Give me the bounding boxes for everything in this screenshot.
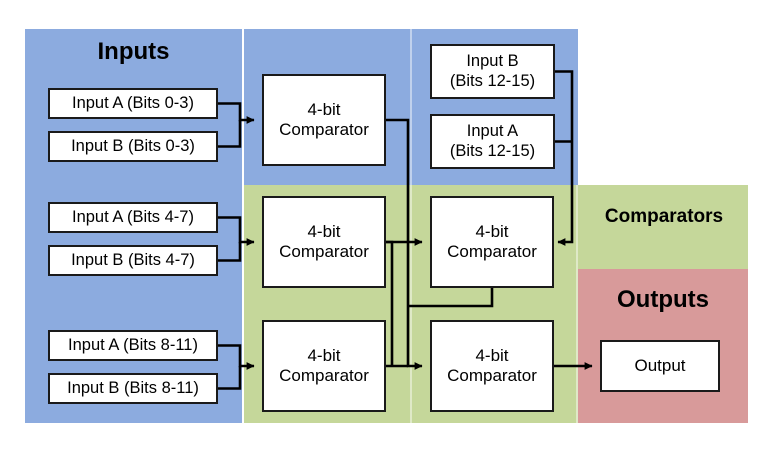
comparator-block-2-line1: 4-bit (307, 221, 341, 241)
comparators-panel-right (578, 185, 748, 269)
input-box-a-bits-12-15-line1: Input A (466, 122, 519, 141)
input-box-a-bits-4-7[interactable]: Input A (Bits 4-7) (48, 202, 218, 233)
comparator-block-4-line1: 4-bit (475, 221, 509, 241)
section-heading-outputs: Outputs (617, 286, 709, 313)
input-box-b-bits-8-11[interactable]: Input B (Bits 8-11) (48, 373, 218, 404)
input-box-b-bits-12-15[interactable]: Input B (Bits 12-15) (430, 44, 555, 99)
section-heading-inputs: Inputs (97, 38, 170, 65)
column-divider-3 (576, 185, 578, 423)
comparator-block-2[interactable]: 4-bit Comparator (262, 196, 386, 288)
input-box-a-bits-12-15[interactable]: Input A (Bits 12-15) (430, 114, 555, 169)
comparator-block-3-line2: Comparator (279, 366, 369, 385)
input-box-a-bits-0-3[interactable]: Input A (Bits 0-3) (48, 88, 218, 119)
section-heading-comparators: Comparators (604, 206, 724, 227)
input-box-a-bits-8-11[interactable]: Input A (Bits 8-11) (48, 330, 218, 361)
column-divider-1 (242, 29, 244, 423)
comparator-block-2-line2: Comparator (279, 242, 369, 261)
input-box-a-bits-12-15-line2: (Bits 12-15) (449, 141, 536, 160)
input-box-b-bits-12-15-line2: (Bits 12-15) (449, 71, 536, 90)
comparator-block-5-line2: Comparator (447, 366, 537, 385)
input-box-b-bits-4-7[interactable]: Input B (Bits 4-7) (48, 245, 218, 276)
comparator-block-1[interactable]: 4-bit Comparator (262, 74, 386, 166)
column-divider-2 (410, 29, 412, 423)
comparator-block-3[interactable]: 4-bit Comparator (262, 320, 386, 412)
comparator-block-4[interactable]: 4-bit Comparator (430, 196, 554, 288)
output-box[interactable]: Output (600, 340, 720, 392)
comparator-block-4-line2: Comparator (447, 242, 537, 261)
input-box-b-bits-12-15-line1: Input B (466, 52, 519, 71)
input-box-b-bits-0-3[interactable]: Input B (Bits 0-3) (48, 131, 218, 162)
comparator-block-1-line2: Comparator (279, 120, 369, 139)
comparator-block-5-line1: 4-bit (475, 345, 509, 365)
comparator-block-3-line1: 4-bit (307, 345, 341, 365)
comparator-block-1-line1: 4-bit (307, 99, 341, 119)
comparator-block-5[interactable]: 4-bit Comparator (430, 320, 554, 412)
